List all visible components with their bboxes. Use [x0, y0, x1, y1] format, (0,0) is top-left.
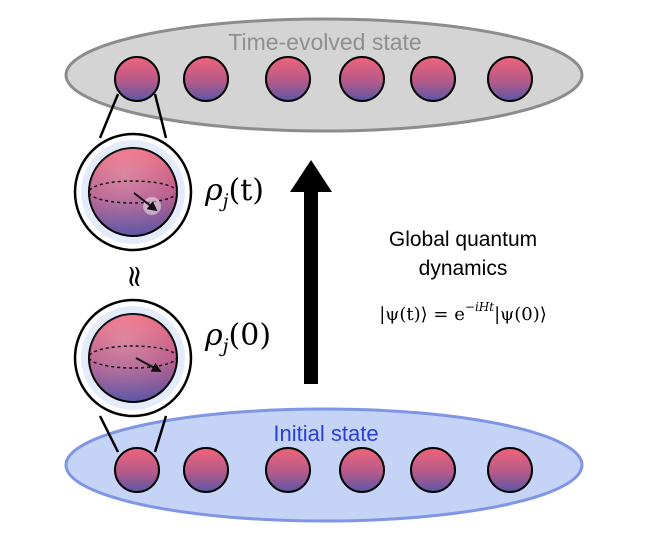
rho-0-arg: (0) [229, 318, 272, 353]
zoom-line-bottom-left [98, 415, 120, 453]
initial-state-label: Initial state [273, 421, 378, 446]
rho-0-label: ρj(0) [204, 318, 271, 357]
initial-state-ellipse [64, 407, 584, 523]
evolution-arrow-shaft [304, 188, 318, 384]
bottom-spin-3 [265, 447, 311, 493]
evolution-arrow-head [290, 160, 332, 192]
equation-rhs: |ψ(0)⟩ [494, 304, 547, 325]
zoom-line-top-right [153, 93, 168, 139]
bloch-sphere-0-equator [88, 345, 178, 369]
bloch-sphere-t [73, 132, 193, 252]
rho-0-subscript: j [219, 335, 229, 357]
time-evolved-state-label: Time-evolved state [228, 29, 421, 55]
dynamics-caption-line2: dynamics [419, 257, 508, 280]
dynamics-caption-line1: Global quantum [389, 228, 537, 251]
equation-lhs: |ψ(t)⟩ = e [379, 304, 465, 325]
top-spin-2 [183, 56, 229, 102]
top-spin-1 [114, 56, 160, 102]
zoom-line-top-left [98, 93, 120, 139]
top-spin-3 [265, 56, 311, 102]
bottom-spin-row [114, 447, 533, 493]
bloch-sphere-0 [73, 298, 193, 418]
rho-t-arg: (t) [229, 173, 264, 208]
bottom-spin-6 [487, 447, 533, 493]
bottom-spin-5 [410, 447, 456, 493]
top-spin-4 [339, 56, 385, 102]
bloch-sphere-t-equator [88, 180, 178, 204]
zoom-line-bottom-right [153, 415, 168, 453]
rho-0-symbol: ρ [204, 318, 223, 353]
bloch-vector-0 [135, 357, 162, 372]
rho-t-subscript: j [219, 190, 229, 212]
approx-symbol: ≈ [117, 264, 152, 289]
bottom-spin-4 [339, 447, 385, 493]
rho-t-symbol: ρ [204, 173, 223, 208]
top-spin-6 [487, 56, 533, 102]
top-spin-row [114, 56, 533, 102]
bottom-spin-1 [114, 447, 160, 493]
evolution-equation: |ψ(t)⟩ = e−iHt|ψ(0)⟩ [379, 300, 547, 325]
top-spin-5 [410, 56, 456, 102]
bottom-spin-2 [183, 447, 229, 493]
rho-t-label: ρj(t) [204, 173, 264, 212]
equation-exponent: −iHt [465, 300, 494, 314]
time-evolved-state-ellipse [64, 17, 584, 133]
bloch-vector-t [133, 192, 158, 212]
